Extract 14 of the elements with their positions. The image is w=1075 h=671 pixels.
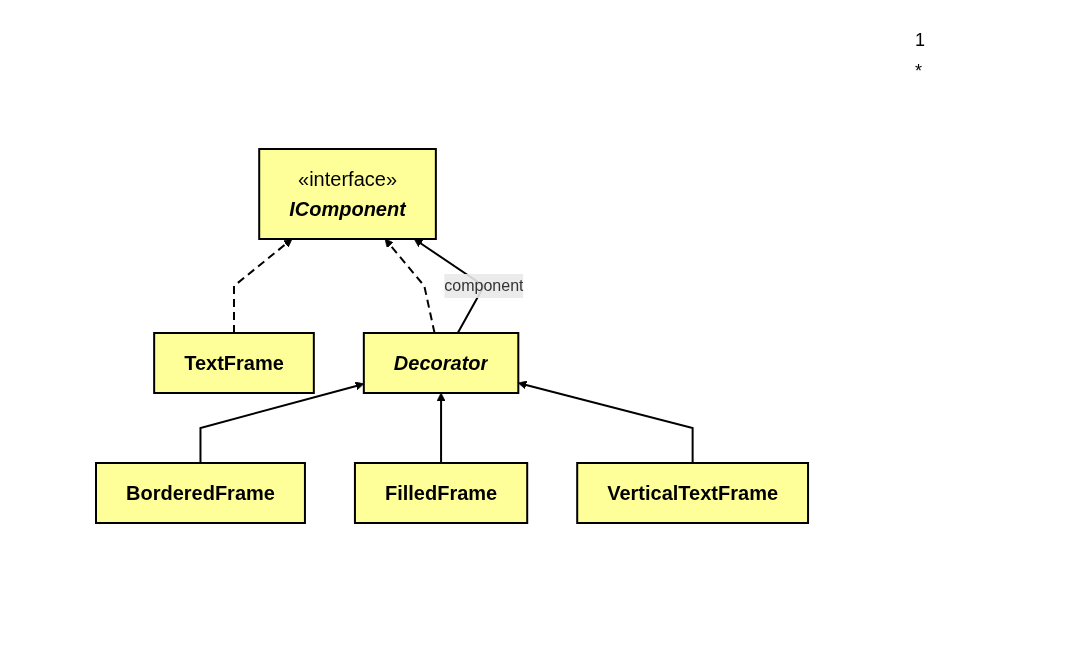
- node-box: FilledFrame: [354, 461, 529, 524]
- arrow: [518, 380, 695, 464]
- node-box: «interface» IComponent: [258, 147, 438, 240]
- multiplicity-label: 1: [915, 30, 926, 51]
- multiplicity-label: *: [915, 61, 923, 82]
- edge-label: component: [444, 276, 524, 294]
- arrow: [437, 392, 446, 464]
- node-box: Decorator: [363, 331, 520, 394]
- node-box: BorderedFrame: [95, 461, 307, 524]
- arrow: [233, 238, 293, 334]
- node-box: VerticalTextFrame: [576, 461, 810, 524]
- arrow: [199, 381, 365, 464]
- arrow: [385, 238, 436, 334]
- node-box: TextFrame: [153, 331, 316, 394]
